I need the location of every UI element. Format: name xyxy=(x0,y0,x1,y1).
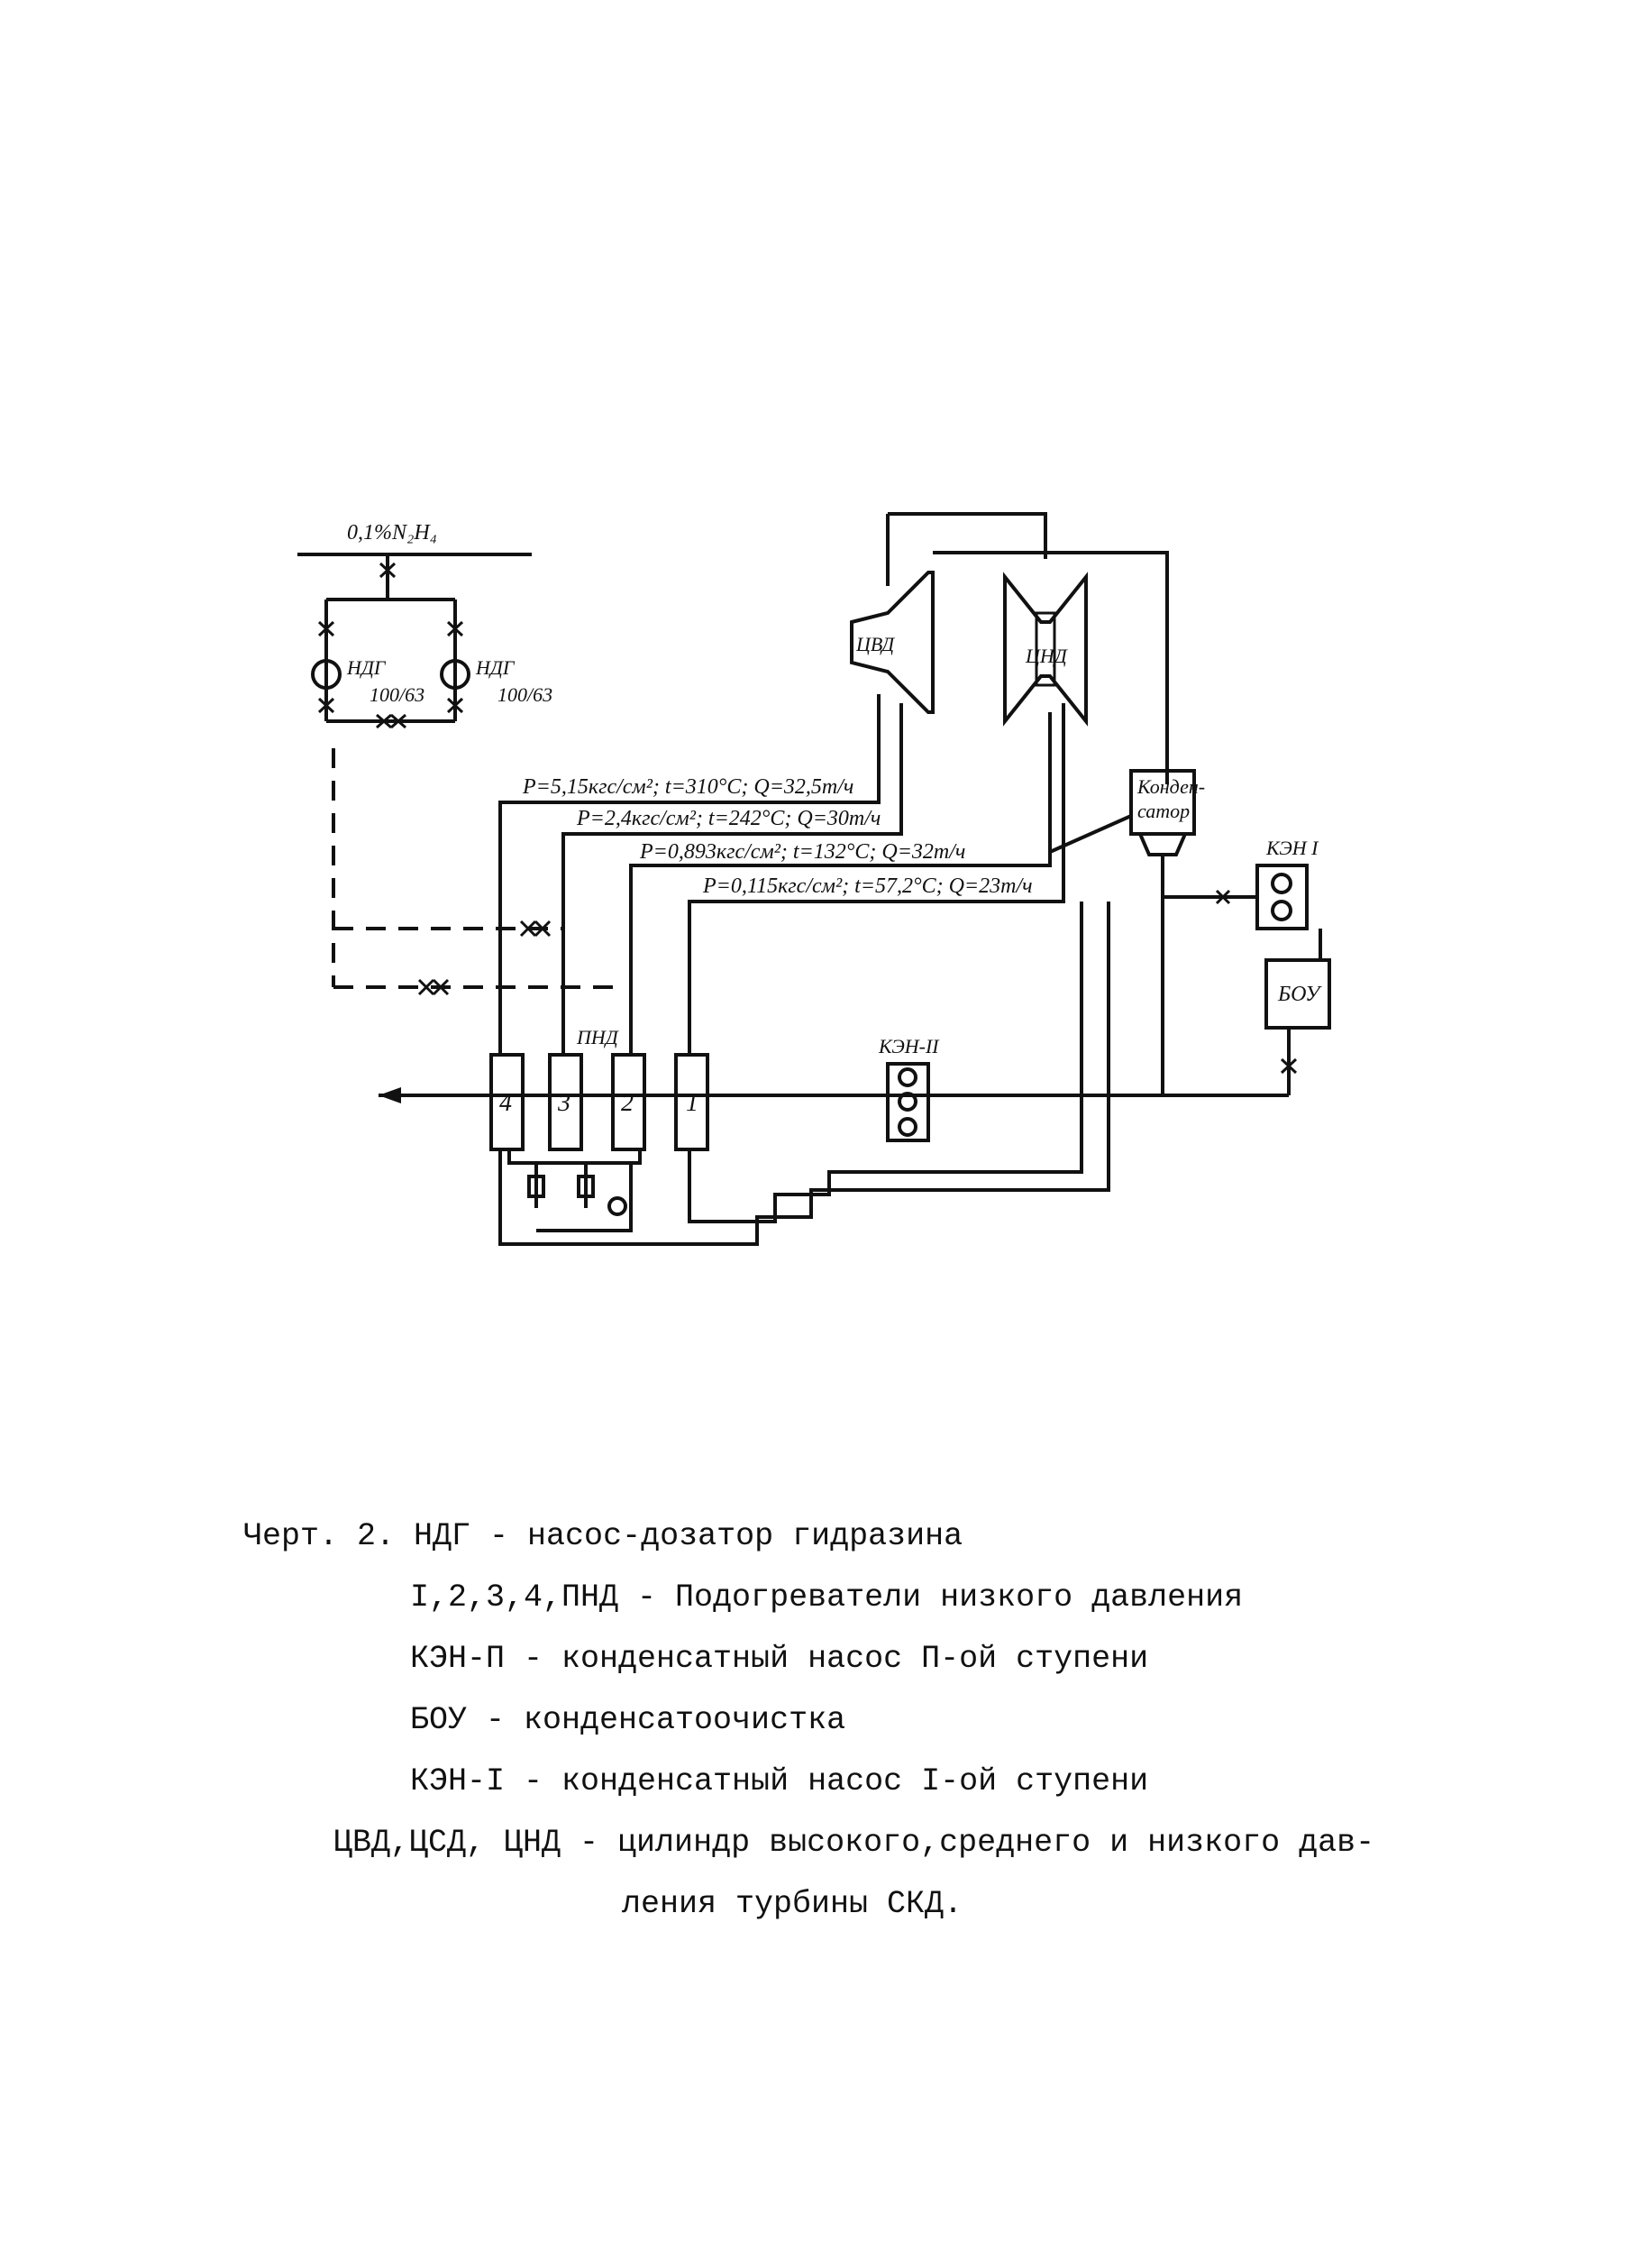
boy-label: БОУ xyxy=(1277,983,1322,1006)
caption-line-7: ления турбины СКД. xyxy=(622,1886,963,1922)
drain-pump-icon xyxy=(607,1196,627,1216)
pump-ken2-icon xyxy=(898,1092,917,1112)
dosing-pump-left-label: НДГ xyxy=(346,656,387,679)
extraction-line-1 xyxy=(498,694,881,1055)
drain-trap-icon xyxy=(577,1175,595,1198)
thermal-scheme-diagram: 0,1%N₂H₄ НДГ 100/63 НДГ 100/63 ЦВД ЦНД К… xyxy=(297,512,1331,1246)
heater-4-label: 4 xyxy=(499,1089,512,1117)
valve-icon xyxy=(1280,1057,1298,1075)
figure-caption: Черт. 2. НДГ - насос-дозатор гидразина I… xyxy=(243,1506,1505,1935)
caption-line-1: Черт. 2. НДГ - насос-дозатор гидразина xyxy=(243,1518,963,1554)
drain-trap-icon xyxy=(527,1175,545,1198)
caption-line-6: ЦВД,ЦСД, ЦНД - цилиндр высокого,среднего… xyxy=(333,1825,1375,1861)
cylinder-hp-label: ЦВД xyxy=(855,633,895,655)
lp-to-condenser xyxy=(1049,814,1132,854)
pump-ken2-label: КЭН-II xyxy=(878,1035,940,1057)
valve-icon xyxy=(417,978,450,996)
dosing-pump-right-sub: 100/63 xyxy=(497,683,552,706)
extraction-line-4 xyxy=(688,703,1065,1055)
pump-ken1-box xyxy=(1255,864,1309,930)
cylinder-hp-shape xyxy=(850,571,935,714)
caption-line-4: БОУ - конденсатоочистка xyxy=(410,1702,846,1738)
dosing-pump-right-label: НДГ xyxy=(475,656,516,679)
heater-4-box xyxy=(489,1053,525,1151)
heater-3-box xyxy=(548,1053,583,1151)
heater-drain-line xyxy=(507,1149,642,1165)
extraction-label-3: P=0,893кгс/см²; t=132°C; Q=32т/ч xyxy=(639,840,965,864)
valve-icon xyxy=(376,713,406,729)
valve-icon xyxy=(317,620,335,637)
caption-line-5: КЭН-I - конденсатный насос I-ой ступени xyxy=(410,1763,1149,1799)
pump-ken2-icon xyxy=(898,1067,917,1087)
heater-2-label: 2 xyxy=(621,1089,634,1117)
reagent-valve-icon xyxy=(379,562,397,579)
heater-1-box xyxy=(674,1053,709,1151)
boy-box xyxy=(1264,958,1331,1030)
condensate-recirc-line xyxy=(688,902,1083,1223)
caption-line-3: КЭН-П - конденсатный насос П-ой ступени xyxy=(410,1641,1149,1677)
extraction-label-1: P=5,15кгс/см²; t=310°C; Q=32,5т/ч xyxy=(522,775,853,799)
steam-loop-line xyxy=(933,551,1169,784)
heater-drain-line xyxy=(536,1163,633,1232)
valve-icon xyxy=(519,920,552,938)
pump-ken2-box xyxy=(886,1062,930,1142)
reagent-label: 0,1%N₂H₄ xyxy=(347,521,437,545)
heater-1-label: 1 xyxy=(686,1089,698,1117)
extraction-line-2 xyxy=(561,703,903,1055)
extraction-label-4: P=0,115кгс/см²; t=57,2°C; Q=23т/ч xyxy=(702,874,1033,898)
pump-ken1-icon xyxy=(1271,900,1292,921)
pump-ken1-label: КЭН I xyxy=(1265,837,1319,859)
extraction-label-2: P=2,4кгс/см²; t=242°C; Q=30т/ч xyxy=(576,807,881,830)
valve-icon xyxy=(446,697,464,714)
condenser-label-2: сатор xyxy=(1137,800,1190,822)
cylinder-lp-core xyxy=(1035,611,1056,687)
caption-line-2: I,2,3,4,ПНД - Подогреватели низкого давл… xyxy=(410,1579,1244,1616)
heater-2-box xyxy=(611,1053,646,1151)
valve-icon xyxy=(317,697,335,714)
condenser-hotwell xyxy=(1136,832,1189,856)
pump-ken2-icon xyxy=(898,1117,917,1137)
dosing-pump-left-sub: 100/63 xyxy=(370,683,424,706)
pnd-label: ПНД xyxy=(576,1026,619,1048)
valve-icon xyxy=(446,620,464,637)
cylinder-lp-label: ЦНД xyxy=(1025,645,1068,667)
heater-3-label: 3 xyxy=(557,1089,570,1117)
condensate-recirc-line xyxy=(498,902,1110,1246)
steam-loop-line xyxy=(888,512,1047,559)
extraction-line-3 xyxy=(629,712,1052,1055)
flow-arrow-icon xyxy=(379,1087,401,1103)
pump-ken1-icon xyxy=(1271,873,1292,894)
cylinder-lp-shape xyxy=(1003,572,1088,727)
valve-icon xyxy=(1215,889,1231,905)
condenser-label-1: Конден- xyxy=(1136,775,1205,798)
